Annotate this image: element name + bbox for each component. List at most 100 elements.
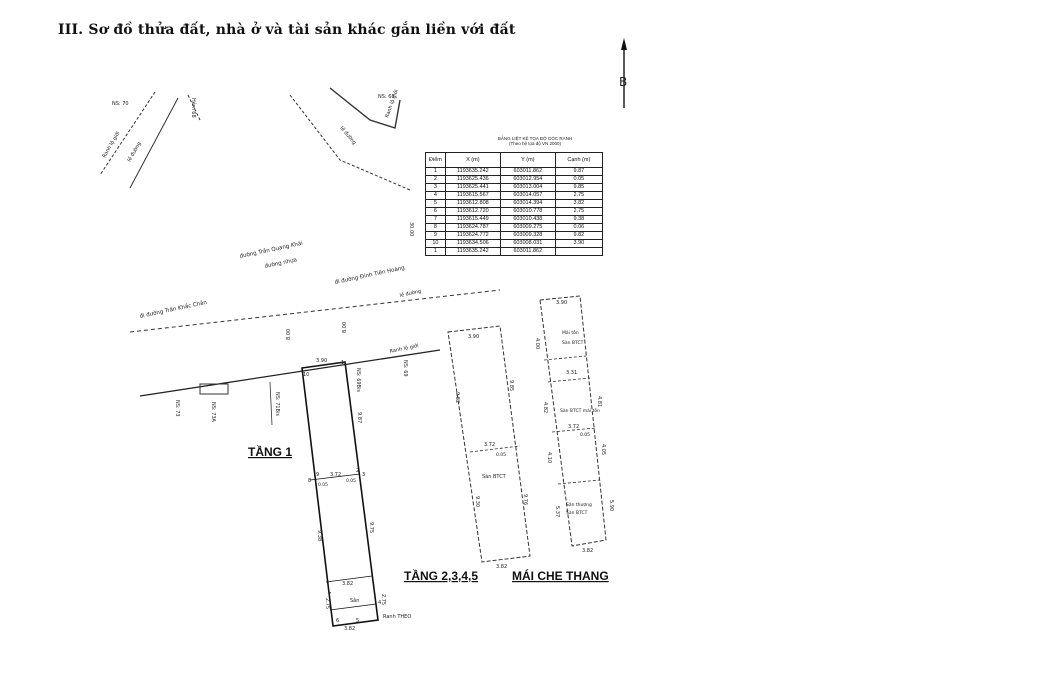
north-label: B <box>619 75 627 89</box>
roof-dim-a: 4.00 <box>534 338 540 349</box>
table-cell: 3.82 <box>554 199 603 208</box>
table-cell: 603010.778 <box>499 207 556 216</box>
f2-dim-lower-right: 9.76 <box>522 494 528 505</box>
f2-dim-lower-left: 9.30 <box>474 496 480 507</box>
table-cell: 1 <box>425 167 446 176</box>
roof-dim-top: 3.90 <box>556 300 567 306</box>
table-cell: 1193634.506 <box>444 239 501 248</box>
table-cell: 9.85 <box>554 183 603 192</box>
street-lines: đường Trần Quang Khải đường nhựa đi đườn… <box>129 239 501 397</box>
roof-dim-d: 4.81 <box>596 396 602 407</box>
col-edge: Cạnh (m) <box>554 152 603 168</box>
f2-dim-side: 9.82 <box>454 392 460 403</box>
f1-point-10: 10 <box>303 372 309 378</box>
table-cell: 603013.004 <box>499 183 556 192</box>
table-cell: 1193625.441 <box>444 183 501 192</box>
table-cell: 1193612.720 <box>444 207 501 216</box>
table-cell: 8 <box>425 223 446 232</box>
table-cell: 1193615.567 <box>444 191 501 200</box>
table-cell: 6 <box>425 207 446 216</box>
le-duong-label-2: lề đường <box>338 124 358 146</box>
table-cell: 0.06 <box>554 223 603 232</box>
table-cell: 1193615.449 <box>444 215 501 224</box>
table-cell: 3 <box>425 183 446 192</box>
f1-point-9: 9 <box>316 472 319 478</box>
width-label: 30.00 <box>408 222 414 236</box>
f1-point-1: 1 <box>341 360 344 366</box>
roof-room-3: Sàn BTCT mái tôn <box>560 407 600 414</box>
table-cell: 2 <box>425 175 446 184</box>
table-cell: 1193635.242 <box>444 167 501 176</box>
roof-dim-bottom: 3.82 <box>582 548 593 554</box>
le-duong-label-1: lề đường <box>125 140 143 163</box>
ns68-label: NS: 68 <box>378 94 395 100</box>
table-cell: 3.90 <box>554 239 603 248</box>
f2-dim-side-right: 9.85 <box>508 380 514 391</box>
roof-dim-h: 4.05 <box>600 444 606 455</box>
f1-point-8: 8 <box>308 478 311 484</box>
f1-point-5: 5 <box>356 618 359 624</box>
table-cell: 603011.862 <box>499 167 556 176</box>
table-cell: 9 <box>425 231 446 240</box>
table-cell: 7 <box>425 215 446 224</box>
f2-room: Sàn BTCT <box>482 473 507 480</box>
coord-table-subtitle: (Theo hệ tọa độ VN 2000) <box>508 141 562 146</box>
street-dinh-tien-hoang: đi đường Đinh Tiên Hoàng <box>334 264 405 286</box>
street-tran-khac-chan: đi đường Trần Khắc Chân <box>139 298 208 320</box>
f1-point-6: 6 <box>336 618 339 624</box>
table-cell: 603011.862 <box>499 247 556 256</box>
ns69-label: NS: 69 <box>402 360 408 377</box>
coord-table-title-main: BẢNG LIỆT KÊ TỌA ĐỘ GÓC RANH <box>497 136 573 141</box>
f1-point-2: 2 <box>356 468 359 474</box>
floor2-plan: 3.90 9.82 9.85 3.72 0.05 Sàn BTCT 9.30 9… <box>404 325 531 583</box>
f2-dim-top: 3.90 <box>468 334 479 340</box>
table-cell: 603014.057 <box>499 191 556 200</box>
ns69bis-label: NS: 69Bis <box>355 368 361 392</box>
table-cell: 4 <box>425 191 446 200</box>
page-title: III. Sơ đồ thửa đất, nhà ở và tài sản kh… <box>58 22 516 38</box>
f1-point-3: 3 <box>362 472 365 478</box>
roof-room-4: Sân thượng <box>566 501 592 508</box>
roof-dim-b: 3.31 <box>566 370 577 376</box>
ns70-label: NS: 70 <box>112 101 129 107</box>
table-cell: 9.82 <box>554 231 603 240</box>
f1-point-4: 4 <box>378 600 381 606</box>
neighbor-block-topleft: NS: 70 Ranh lộ giới lề đường Hẻm 68 <box>99 91 201 189</box>
ns73-label: NS: 73 <box>174 400 180 417</box>
roof-room-2: Sàn BTCT <box>562 339 584 346</box>
f2-dim-bottom: 3.82 <box>496 564 507 570</box>
f1-dim-top: 3.90 <box>316 358 327 364</box>
table-cell: 1193625.436 <box>444 175 501 184</box>
table-cell: 603010.438 <box>499 215 556 224</box>
col-y: Y (m) <box>499 152 556 168</box>
table-cell: 1193624.787 <box>444 223 501 232</box>
roof-dim-f: 0.05 <box>580 432 590 438</box>
roof-room-5: Sàn BTCT <box>566 509 588 516</box>
floor2-label: TẦNG 2,3,4,5 <box>404 568 478 583</box>
roof-dim-c: 4.82 <box>542 402 548 413</box>
table-cell: 1193612.808 <box>444 199 501 208</box>
ns73a-label: NS: 73A <box>210 402 216 423</box>
f1-room: Sân <box>350 597 359 604</box>
table-cell: 1193624.772 <box>444 231 501 240</box>
table-cell: 9.38 <box>554 215 603 224</box>
f1-dim-left-bottom: 2.75 <box>324 598 330 609</box>
coord-table-header: Điểm X (m) Y (m) Cạnh (m) <box>425 152 603 168</box>
frontage-neighbors: NS: 73 NS: 73A NS: 71Bis NS: 69Bis NS: 6… <box>174 360 408 426</box>
roof-dim-g: 4.10 <box>546 452 552 463</box>
f1-dim-bottom-inner: 3.82 <box>342 581 353 587</box>
roof-room-1: Mái tôn <box>562 329 579 336</box>
table-cell <box>554 247 603 256</box>
floor1-label: TẦNG 1 <box>248 444 292 459</box>
table-cell: 10 <box>425 239 446 248</box>
